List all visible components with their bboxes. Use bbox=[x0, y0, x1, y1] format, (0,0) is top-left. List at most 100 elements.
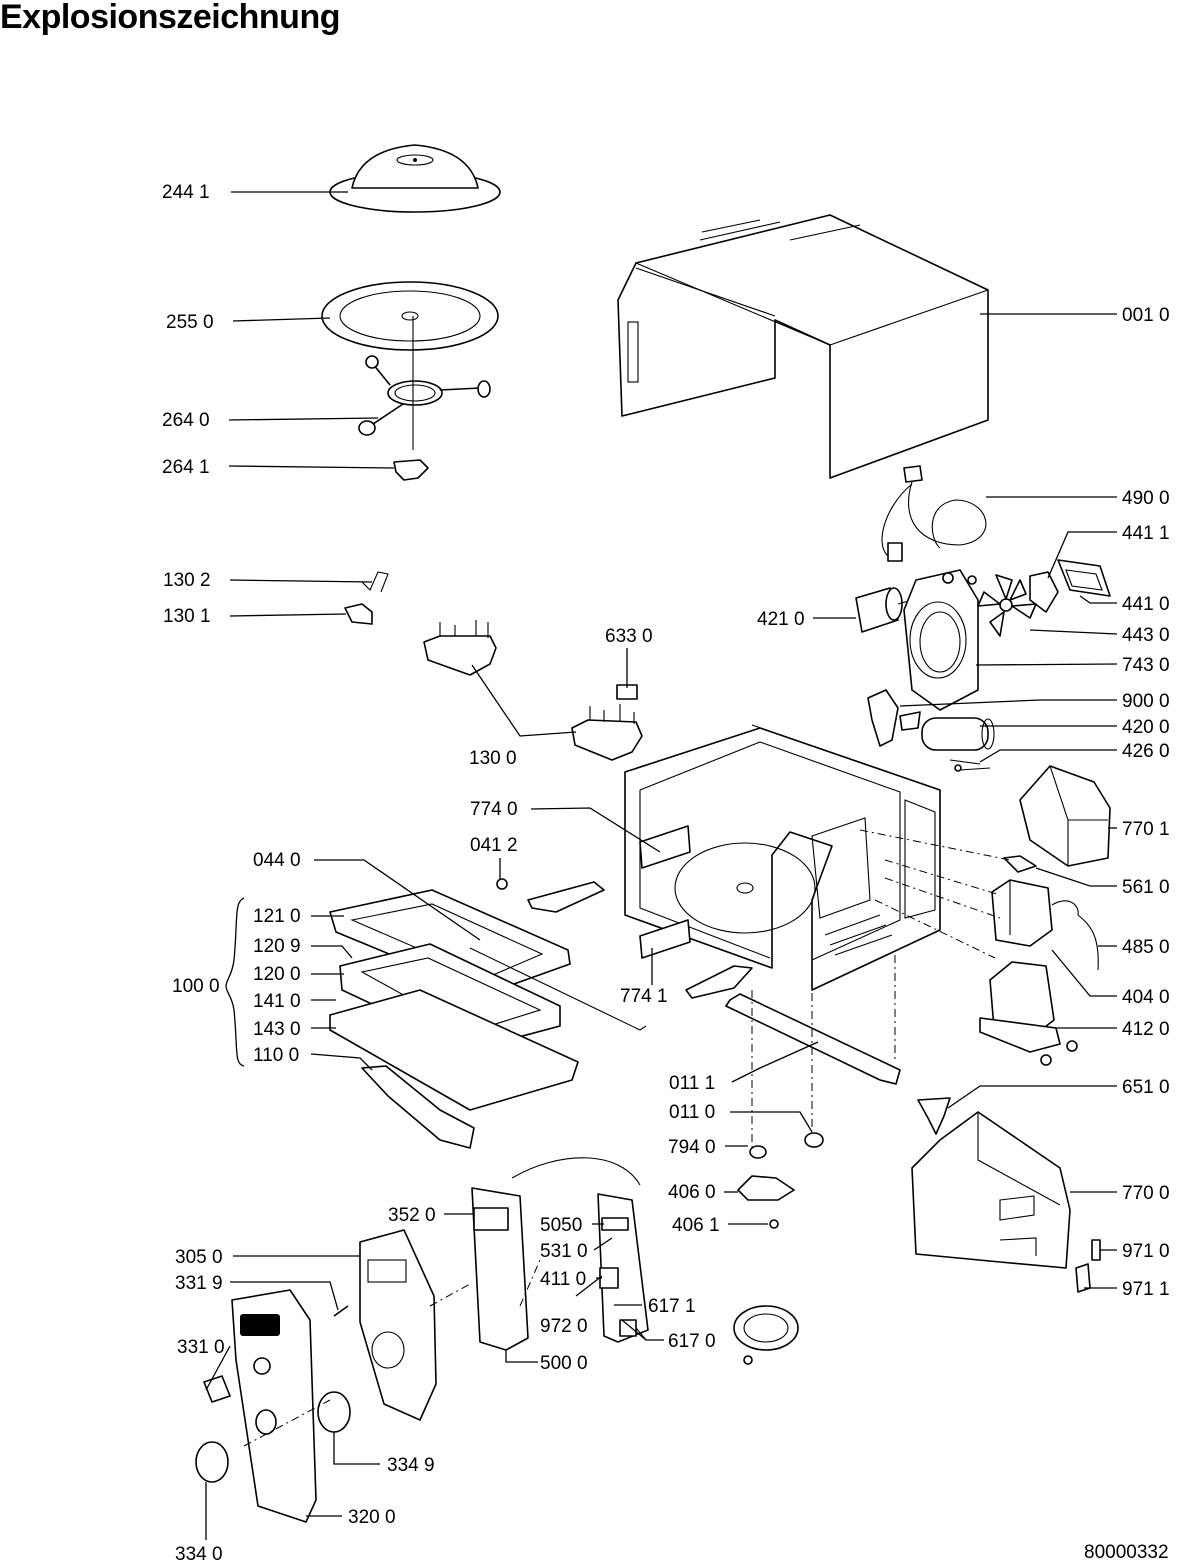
label-770-0: 770 0 bbox=[1122, 1183, 1170, 1204]
part-clip bbox=[344, 603, 373, 625]
part-spring bbox=[361, 571, 389, 593]
label-971-1: 971 1 bbox=[1122, 1279, 1170, 1300]
label-774-0: 774 0 bbox=[470, 799, 518, 820]
label-617-0: 617 0 bbox=[668, 1331, 716, 1352]
part-thermal-fuse-bracket bbox=[1029, 559, 1111, 613]
part-front-panel bbox=[231, 1289, 317, 1523]
label-774-1: 774 1 bbox=[620, 986, 668, 1007]
part-control-pcb bbox=[471, 1157, 641, 1351]
label-331-9: 331 9 bbox=[175, 1273, 223, 1294]
part-foot bbox=[749, 1145, 767, 1159]
drawing-number: 80000332 bbox=[1084, 1542, 1169, 1561]
label-5050: 5050 bbox=[540, 1215, 582, 1236]
label-041-2: 041 2 bbox=[470, 835, 518, 856]
part-fan-housing bbox=[903, 569, 979, 711]
label-334-9: 334 9 bbox=[387, 1455, 435, 1476]
part-labels: 244 1 255 0 264 0 264 1 130 2 130 1 130 … bbox=[162, 182, 1170, 1561]
part-outer-case bbox=[617, 214, 989, 479]
label-420-0: 420 0 bbox=[1122, 717, 1170, 738]
label-255-0: 255 0 bbox=[166, 312, 214, 333]
label-900-0: 900 0 bbox=[1122, 691, 1170, 712]
part-shield-plate-upper bbox=[639, 825, 691, 869]
part-lamp bbox=[917, 1097, 951, 1135]
label-264-0: 264 0 bbox=[162, 410, 210, 431]
label-130-0: 130 0 bbox=[469, 748, 517, 769]
assembly-lines bbox=[243, 829, 1011, 1447]
label-441-0: 441 0 bbox=[1122, 594, 1170, 615]
part-timer-knob bbox=[195, 1441, 229, 1483]
part-foot-2 bbox=[804, 1132, 824, 1148]
part-switch-bracket bbox=[423, 620, 643, 761]
label-121-0: 121 0 bbox=[253, 906, 301, 927]
part-power-cord bbox=[881, 465, 987, 562]
part-cover-dome bbox=[329, 144, 501, 213]
label-001-0: 001 0 bbox=[1122, 305, 1170, 326]
label-130-1: 130 1 bbox=[163, 606, 211, 627]
label-633-0: 633 0 bbox=[605, 626, 653, 647]
part-speaker bbox=[733, 1305, 799, 1365]
part-small-bracket bbox=[1003, 855, 1037, 873]
label-143-0: 143 0 bbox=[253, 1019, 301, 1040]
label-141-0: 141 0 bbox=[253, 991, 301, 1012]
label-485-0: 485 0 bbox=[1122, 937, 1170, 958]
label-406-1: 406 1 bbox=[672, 1215, 720, 1236]
label-100-0: 100 0 bbox=[172, 976, 220, 997]
part-fuse bbox=[1091, 1239, 1101, 1261]
label-110-0: 110 0 bbox=[253, 1045, 299, 1066]
part-bottom-rail bbox=[725, 993, 901, 1085]
part-screw bbox=[496, 878, 508, 890]
label-794-0: 794 0 bbox=[668, 1137, 716, 1158]
label-770-1: 770 1 bbox=[1122, 819, 1170, 840]
label-011-1: 011 1 bbox=[669, 1073, 715, 1094]
part-turntable-plate bbox=[321, 281, 499, 351]
part-ring bbox=[317, 1391, 351, 1433]
label-244-1: 244 1 bbox=[162, 182, 210, 203]
label-490-0: 490 0 bbox=[1122, 488, 1170, 509]
label-130-2: 130 2 bbox=[163, 570, 211, 591]
leader-lines bbox=[205, 191, 1118, 1540]
label-305-0: 305 0 bbox=[175, 1247, 223, 1268]
part-motor-screw bbox=[769, 1219, 779, 1229]
label-421-0: 421 0 bbox=[757, 609, 805, 630]
part-control-frame bbox=[359, 1229, 437, 1421]
label-617-1: 617 1 bbox=[648, 1296, 696, 1317]
part-lower-duct bbox=[911, 1111, 1071, 1269]
part-coupler bbox=[393, 459, 429, 481]
label-331-0: 331 0 bbox=[177, 1337, 225, 1358]
label-352-0: 352 0 bbox=[388, 1205, 436, 1226]
part-turntable-motor bbox=[737, 1175, 795, 1201]
label-044-0: 044 0 bbox=[253, 850, 301, 871]
part-shaft bbox=[333, 1305, 349, 1317]
label-743-0: 743 0 bbox=[1122, 655, 1170, 676]
label-264-1: 264 1 bbox=[162, 457, 210, 478]
label-320-0: 320 0 bbox=[348, 1507, 396, 1528]
label-500-0: 500 0 bbox=[540, 1353, 588, 1374]
part-knob bbox=[203, 1375, 231, 1403]
label-561-0: 561 0 bbox=[1122, 877, 1170, 898]
label-011-0: 011 0 bbox=[669, 1102, 715, 1123]
label-531-0: 531 0 bbox=[540, 1241, 588, 1262]
part-door-window bbox=[329, 989, 579, 1111]
label-651-0: 651 0 bbox=[1122, 1077, 1170, 1098]
label-120-9: 120 9 bbox=[253, 936, 301, 957]
part-power-pcb bbox=[597, 1193, 649, 1343]
label-406-0: 406 0 bbox=[668, 1182, 716, 1203]
label-443-0: 443 0 bbox=[1122, 625, 1170, 646]
part-door-handle bbox=[361, 1065, 475, 1149]
part-door-rod bbox=[469, 947, 647, 1031]
part-oven-cavity bbox=[624, 724, 941, 991]
label-441-1: 441 1 bbox=[1122, 523, 1170, 544]
page-title: Explosionszeichnung bbox=[0, 0, 340, 36]
part-air-duct bbox=[1019, 765, 1111, 867]
label-120-0: 120 0 bbox=[253, 964, 301, 985]
part-fan-blade bbox=[977, 574, 1037, 637]
part-hinge-plate-lower bbox=[685, 965, 753, 999]
label-334-0: 334 0 bbox=[175, 1544, 223, 1561]
label-971-0: 971 0 bbox=[1122, 1241, 1170, 1262]
part-transformer bbox=[979, 879, 1099, 1066]
part-capacitor bbox=[867, 689, 995, 772]
part-hinge-plate bbox=[527, 881, 605, 913]
label-412-0: 412 0 bbox=[1122, 1019, 1170, 1040]
label-972-0: 972 0 bbox=[540, 1316, 588, 1337]
